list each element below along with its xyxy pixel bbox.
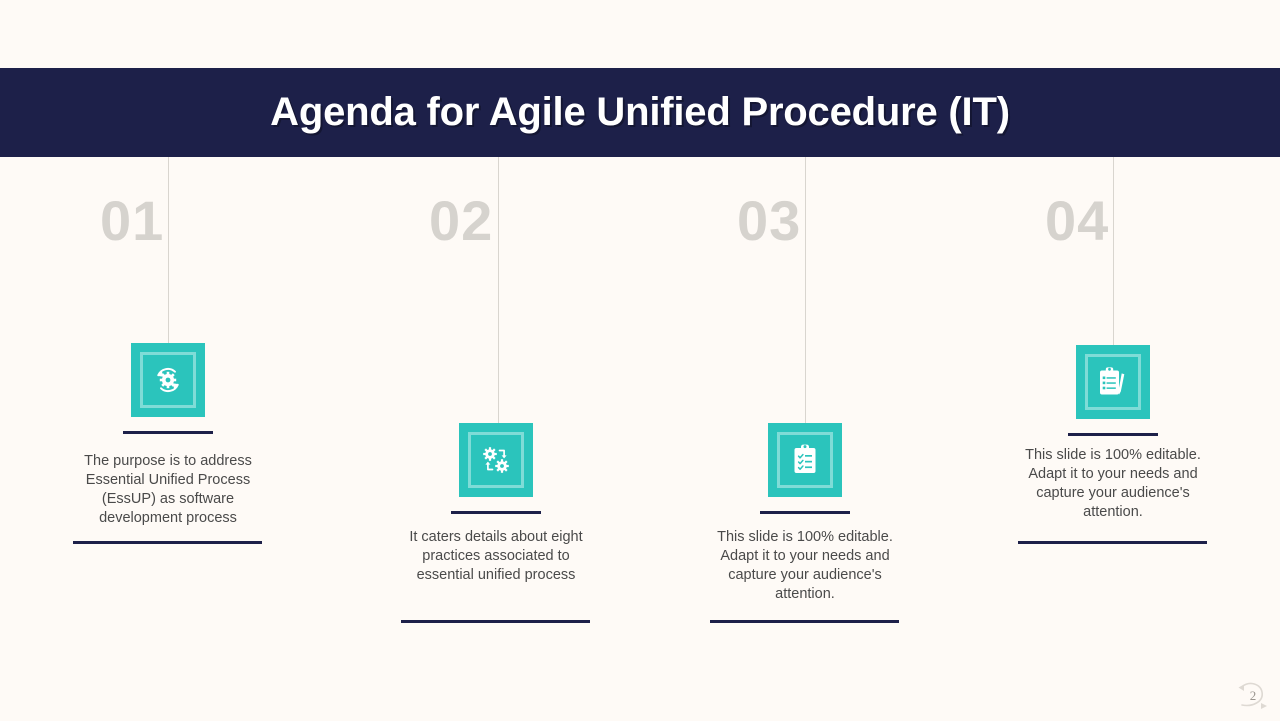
icon-box-03[interactable] [768, 423, 842, 497]
item-number-04: 04 [1045, 189, 1110, 252]
connector-line-03 [805, 157, 806, 429]
item-baseline-01 [73, 541, 262, 544]
icon-box-02[interactable] [459, 423, 533, 497]
clipboard-checklist-icon [789, 443, 821, 477]
item-baseline-02 [401, 620, 590, 623]
icon-inner-frame-01 [140, 352, 196, 408]
page-number-label: 2 [1249, 688, 1257, 703]
gear-cycle-icon [151, 363, 185, 397]
item-baseline-03 [710, 620, 899, 623]
circular-arrow-icon [1228, 682, 1274, 720]
icon-inner-frame-04 [1085, 354, 1141, 410]
item-description-04: This slide is 100% editable. Adapt it to… [1025, 447, 1201, 520]
item-number-01: 01 [100, 189, 165, 252]
slide-title-bar: Agenda for Agile Unified Procedure (IT) [0, 68, 1280, 157]
item-number-02: 02 [429, 189, 494, 252]
item-description-01: The purpose is to address Essential Unif… [84, 453, 252, 526]
connector-line-01 [168, 157, 169, 347]
connector-line-02 [498, 157, 499, 429]
item-underline-02 [451, 511, 541, 514]
item-underline-03 [760, 511, 850, 514]
connector-line-04 [1113, 157, 1114, 349]
dual-gears-cycle-icon [479, 443, 513, 477]
page-title: Agenda for Agile Unified Procedure (IT) [270, 90, 1010, 134]
page-number-badge: 2 [1228, 676, 1274, 716]
item-description-02: It caters details about eight practices … [409, 529, 583, 583]
icon-box-04[interactable] [1076, 345, 1150, 419]
item-underline-01 [123, 431, 213, 434]
icon-inner-frame-02 [468, 432, 524, 488]
icon-inner-frame-03 [777, 432, 833, 488]
item-underline-04 [1068, 433, 1158, 436]
item-baseline-04 [1018, 541, 1207, 544]
icon-box-01[interactable] [131, 343, 205, 417]
clipboard-pen-icon [1096, 365, 1130, 399]
item-description-03: This slide is 100% editable. Adapt it to… [717, 529, 893, 602]
item-number-03: 03 [737, 189, 802, 252]
